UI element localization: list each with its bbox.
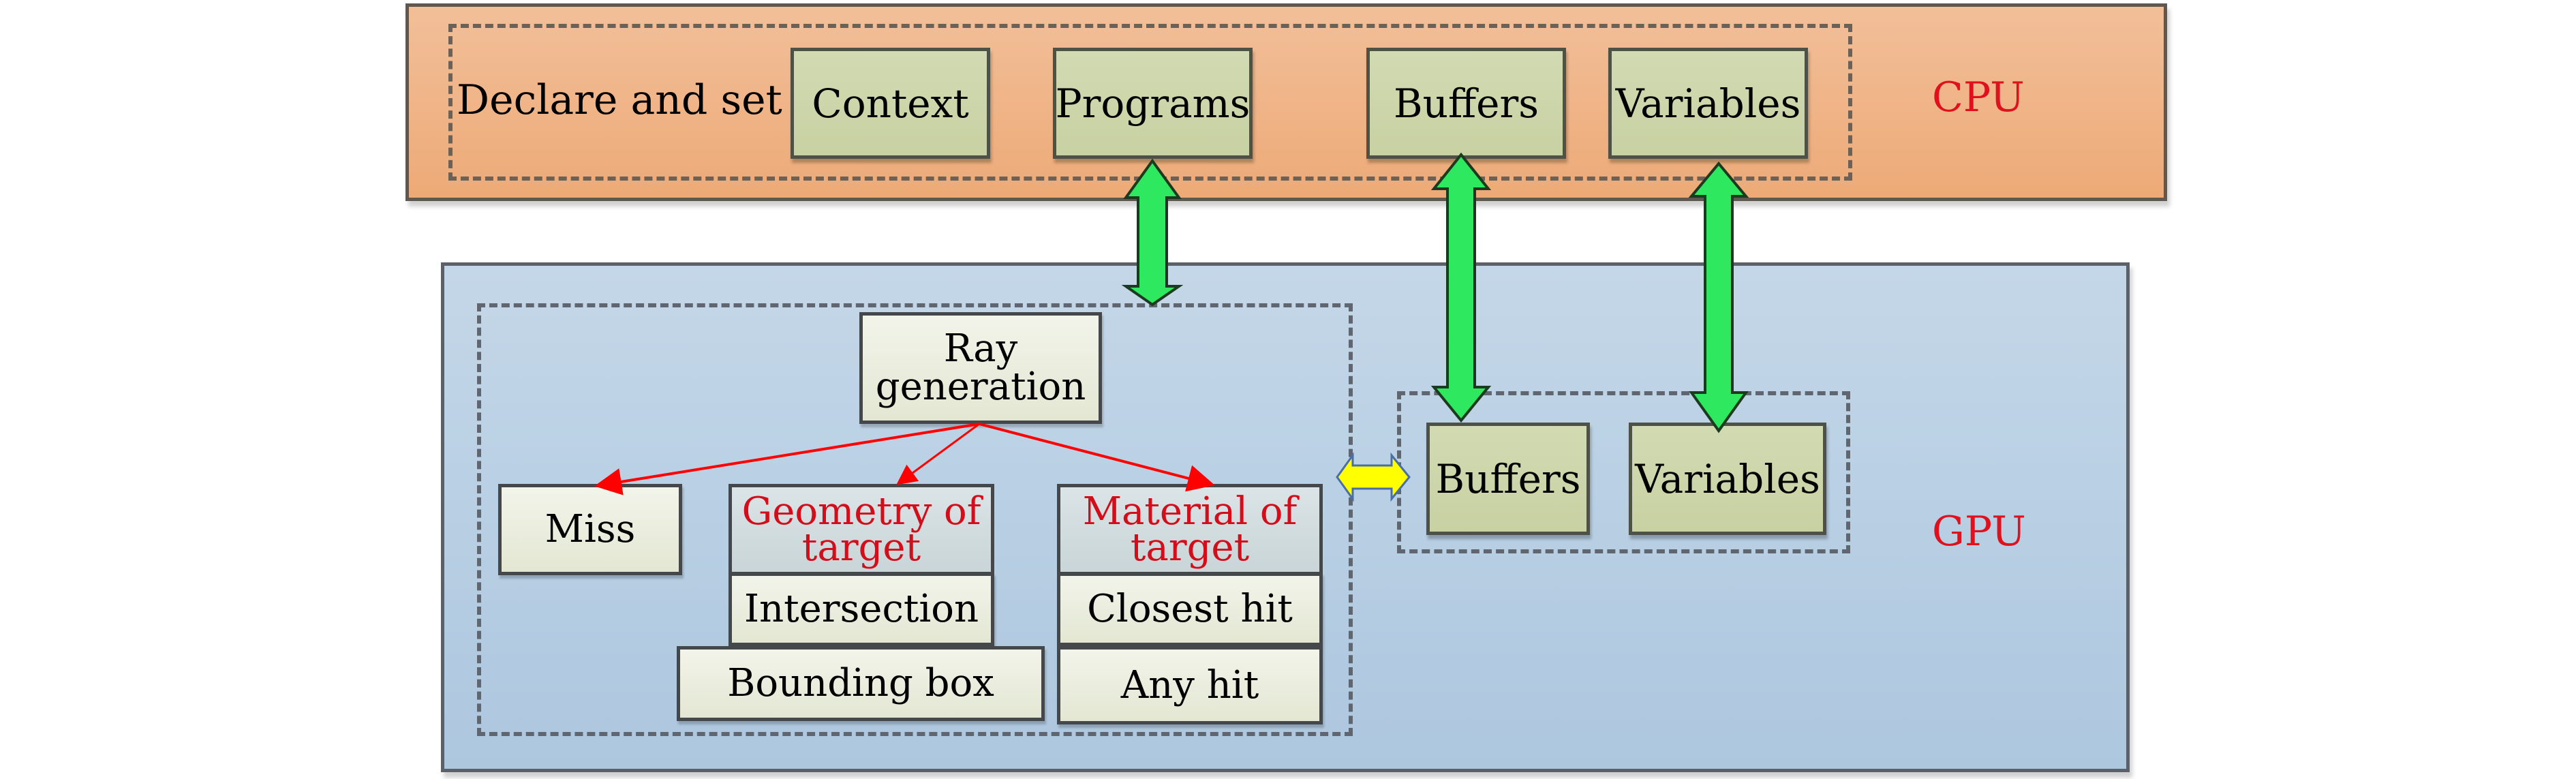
declare-and-set-label: Declare and set xyxy=(457,76,782,124)
arrow-yellow-link xyxy=(1336,452,1411,502)
material-of-target-header[interactable]: Material of target xyxy=(1057,484,1323,575)
gpu-label: GPU xyxy=(1932,508,2026,555)
cpu-context-box[interactable]: Context xyxy=(791,48,990,159)
intersection-box[interactable]: Intersection xyxy=(729,572,994,646)
bounding-box-box[interactable]: Bounding box xyxy=(677,646,1045,721)
gpu-program-group xyxy=(477,303,1353,736)
any-hit-box[interactable]: Any hit xyxy=(1057,646,1323,724)
cpu-panel xyxy=(405,3,2167,201)
closest-hit-box[interactable]: Closest hit xyxy=(1057,572,1323,646)
cpu-buffers-box[interactable]: Buffers xyxy=(1366,48,1566,159)
gpu-variables-box[interactable]: Variables xyxy=(1629,423,1826,535)
arrow-buffers xyxy=(1430,152,1492,423)
arrow-raygen-miss xyxy=(594,423,980,495)
arrow-raygen-geometry xyxy=(896,423,980,485)
arrow-programs-gpu xyxy=(1121,158,1184,307)
cpu-variables-box[interactable]: Variables xyxy=(1608,48,1808,159)
cpu-label: CPU xyxy=(1932,74,2025,121)
gpu-buffers-box[interactable]: Buffers xyxy=(1426,423,1590,535)
cpu-programs-box[interactable]: Programs xyxy=(1053,48,1253,159)
geometry-of-target-header[interactable]: Geometry of target xyxy=(729,484,994,575)
arrow-raygen-material xyxy=(979,423,1215,492)
arrow-variables xyxy=(1688,161,1749,433)
miss-box[interactable]: Miss xyxy=(498,484,682,575)
ray-generation-box[interactable]: Ray generation xyxy=(859,312,1102,424)
